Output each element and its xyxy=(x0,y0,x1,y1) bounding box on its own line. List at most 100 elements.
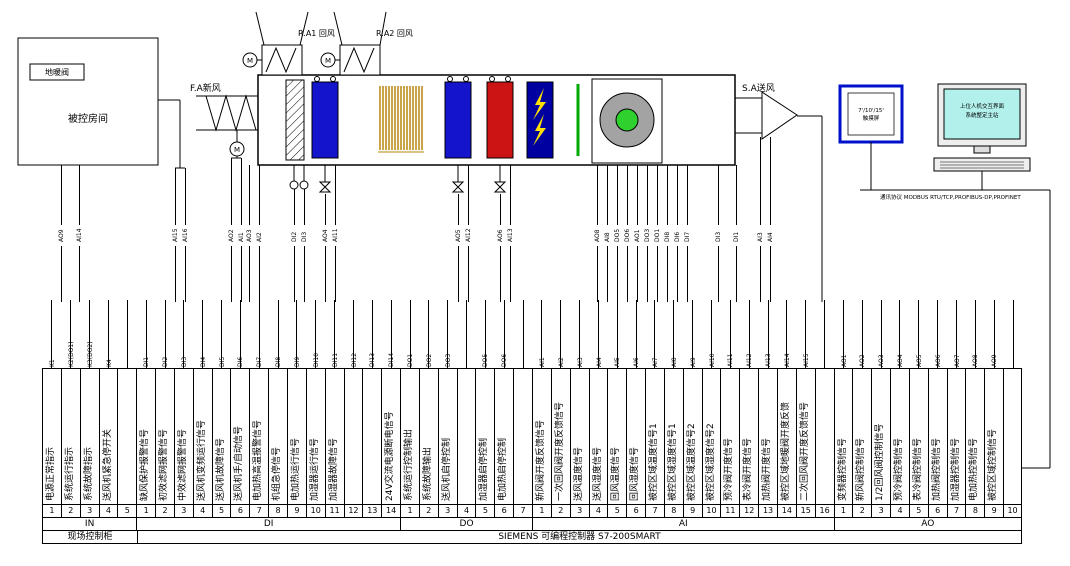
keyboard xyxy=(933,157,1031,172)
terminal-wire: AI9 xyxy=(683,300,702,368)
terminal-label: DO6 xyxy=(501,353,509,367)
terminal-label: DI11 xyxy=(331,352,339,367)
signal-cell: 电加热高温报警信号 xyxy=(249,368,269,505)
signal-label: 加湿器故障信号 xyxy=(328,437,339,501)
signal-cell: 预冷阀控制信号 xyxy=(890,368,909,505)
terminal-wire: DI12 xyxy=(344,300,363,368)
terminal-number: 9 xyxy=(682,505,702,518)
supply-air-arrow xyxy=(761,91,798,140)
terminal-wire: AI7 xyxy=(645,300,664,368)
terminal-wire: K1 xyxy=(42,300,61,368)
terminal-number: 15 xyxy=(795,505,815,518)
terminal-wire: DI4 xyxy=(193,300,212,368)
terminal-number: 2 xyxy=(155,505,174,518)
terminal-column: DO6 电加热启停控制 6 xyxy=(494,300,514,518)
signal-cell: 被控区域地暖阀开度反馈 xyxy=(776,368,796,505)
terminal-label: AO1 xyxy=(840,354,848,367)
signal-cell: 中效滤网报警信号 xyxy=(173,368,193,505)
return-air-damper-1 xyxy=(242,11,309,76)
terminal-wire xyxy=(815,300,834,368)
terminal-label: DO1 xyxy=(407,353,415,367)
signal-cell: 回风湿度信号 xyxy=(626,368,646,505)
precool-valve xyxy=(318,181,332,193)
supply-air-label: S.A送风 xyxy=(742,82,775,94)
signal-label: 二次回风阀开度反馈信号 xyxy=(799,401,810,501)
terminal-label: K3(DO2) xyxy=(86,341,94,367)
terminal-wire: K2(DO1) xyxy=(61,300,80,368)
terminal-number: 12 xyxy=(739,505,759,518)
signal-cell: 预冷阀开度信号 xyxy=(720,368,740,505)
signal-cell xyxy=(343,368,363,505)
terminal-column: 7 xyxy=(513,300,532,518)
terminal-wire: AO1 xyxy=(834,300,853,368)
signal-label: 表冷阀开度信号 xyxy=(743,437,754,501)
hmi-computer xyxy=(933,83,1031,190)
terminal-number: 5 xyxy=(607,505,627,518)
signal-label: 送风温度信号 xyxy=(573,446,584,501)
terminal-wire: DI2 xyxy=(155,300,174,368)
terminal-label: AI9 xyxy=(689,357,697,367)
signal-cell: 系统故障输出 xyxy=(418,368,438,505)
signal-label: 被控区域湿度信号2 xyxy=(705,423,716,501)
signal-cell: 送风机启停控制 xyxy=(437,368,457,505)
cooling-valve xyxy=(451,181,465,193)
terminal-label: DI9 xyxy=(293,356,301,367)
monitor-stand xyxy=(973,145,991,154)
signal-label: 电加热启停控制 xyxy=(498,437,509,501)
fresh-air-label: F.A新风 xyxy=(190,82,221,94)
filter-pressure-switch xyxy=(299,180,309,190)
terminal-wire: DI9 xyxy=(287,300,306,368)
terminal-number: 5 xyxy=(117,505,137,518)
signal-label: 新风阀开度反馈信号 xyxy=(536,419,546,501)
terminal-label: DI2 xyxy=(162,356,170,367)
terminal-wire: DI14 xyxy=(381,300,400,368)
terminal-label: AO4 xyxy=(897,354,905,367)
terminal-number: 1 xyxy=(42,505,61,518)
terminal-wire: DI6 xyxy=(230,300,249,368)
terminal-label: AI4 xyxy=(595,357,603,367)
terminal-number: 7 xyxy=(645,505,664,518)
signal-cell: 电加热控制信号 xyxy=(965,368,985,505)
terminal-wire: DO5 xyxy=(475,300,494,368)
signal-label: 中效滤网报警信号 xyxy=(177,428,188,501)
signal-label: 系统运行指示 xyxy=(64,446,75,501)
terminal-number: 8 xyxy=(965,505,985,518)
terminal-label: AI10 xyxy=(708,353,716,367)
room-box xyxy=(17,37,159,166)
signal-cell: 24V交流电源断电信号 xyxy=(381,368,401,505)
lightning-icon xyxy=(533,114,546,146)
terminal-wire: AI10 xyxy=(702,300,721,368)
signal-cell: 初效滤网报警信号 xyxy=(155,368,174,505)
terminal-number: 6 xyxy=(494,505,514,518)
signal-cell: 电加热运行信号 xyxy=(286,368,306,505)
terminal-number: 1 xyxy=(400,505,419,518)
terminal-label: AI2 xyxy=(557,357,565,367)
cabinet-label: 现场控制柜 xyxy=(42,531,137,544)
terminal-wire: DO6 xyxy=(494,300,513,368)
terminal-number: 10 xyxy=(1003,505,1022,518)
terminal-column: 16 xyxy=(814,300,834,518)
signal-label: 送风机变频运行信号 xyxy=(196,419,207,501)
signal-cell: 被控区域温度信号2 xyxy=(682,368,702,505)
terminal-wire: DI11 xyxy=(325,300,344,368)
terminal-number: 3 xyxy=(173,505,193,518)
terminal-wire: DI8 xyxy=(268,300,287,368)
terminal-wire xyxy=(117,300,136,368)
group-name: DI xyxy=(136,518,401,531)
